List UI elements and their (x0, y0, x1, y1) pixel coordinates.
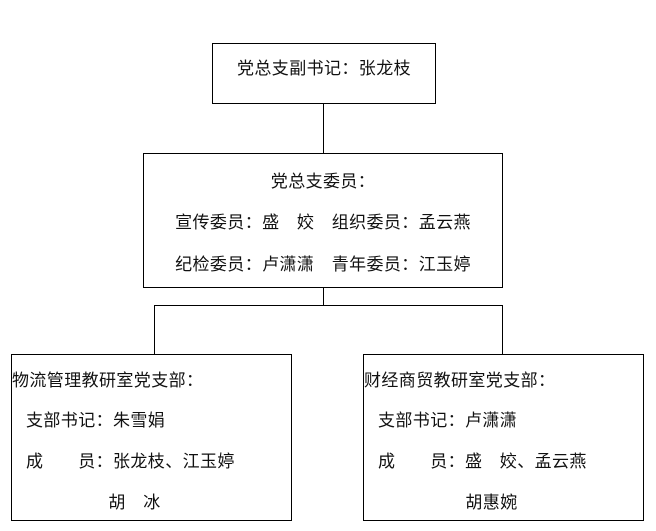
finance-branch-title: 财经商贸教研室党支部： (364, 371, 556, 391)
logistics-branch-secretary: 支部书记：朱雪娟 (26, 411, 166, 431)
committee-publicity-organization-row: 宣传委员：盛 姣 组织委员：孟云燕 (175, 213, 471, 233)
logistics-branch-members-line-1: 成 员：张龙枝、江玉婷 (26, 452, 235, 472)
logistics-branch-title: 物流管理教研室党支部： (12, 371, 204, 391)
connector-to-logistics-branch (154, 304, 156, 355)
connector-to-finance-branch (501, 304, 503, 355)
committee-discipline-youth-row: 纪检委员：卢潇潇 青年委员：江玉婷 (175, 255, 471, 275)
node-logistics-management-branch: 物流管理教研室党支部： 支部书记：朱雪娟 成 员：张龙枝、江玉婷 胡 冰 (11, 354, 292, 521)
finance-branch-members-line-1: 成 员：盛 姣、孟云燕 (378, 452, 587, 472)
connector-deputy-to-committee (323, 104, 325, 154)
finance-branch-members-line-2: 胡惠婉 (465, 493, 518, 513)
committee-heading-label: 党总支委员： (270, 172, 376, 192)
connector-branch-horizontal-bar (154, 304, 503, 306)
node-finance-commerce-branch: 财经商贸教研室党支部： 支部书记：卢潇潇 成 员：盛 姣、孟云燕 胡惠婉 (363, 354, 644, 521)
deputy-secretary-label: 党总支副书记：张龙枝 (237, 59, 411, 79)
node-party-committee: 党总支委员： 宣传委员：盛 姣 组织委员：孟云燕 纪检委员：卢潇潇 青年委员：江… (143, 153, 503, 288)
logistics-branch-members-line-2: 胡 冰 (108, 493, 161, 513)
finance-branch-secretary: 支部书记：卢潇潇 (378, 411, 518, 431)
node-deputy-party-secretary: 党总支副书记：张龙枝 (212, 43, 436, 104)
connector-committee-stem (323, 288, 325, 306)
